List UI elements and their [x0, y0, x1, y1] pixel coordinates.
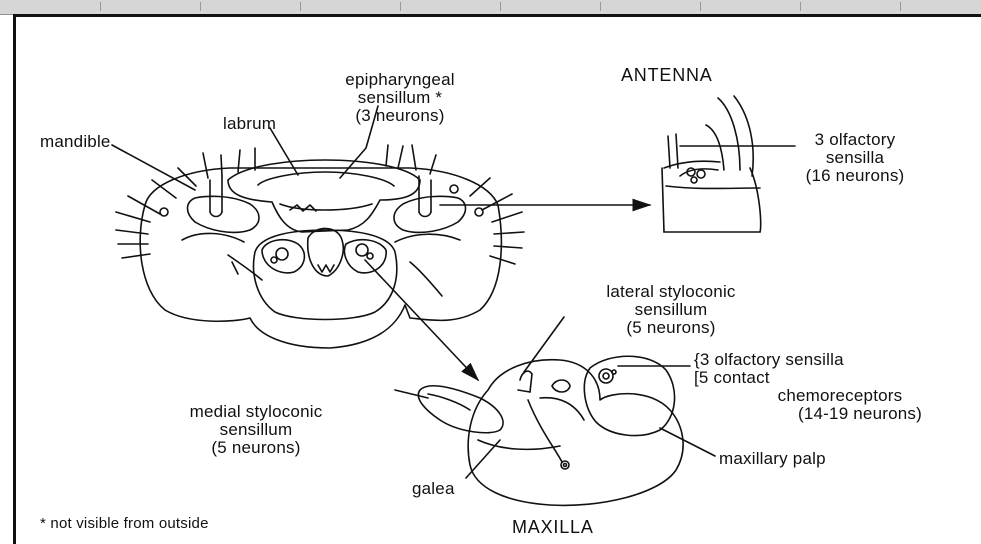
- medial-styloconic-label-line1: medial styloconic: [146, 403, 366, 421]
- antenna-drawing: [662, 96, 761, 232]
- footnote: * not visible from outside: [40, 515, 209, 533]
- palp-sensilla-label-line4: (14-19 neurons): [760, 405, 960, 423]
- antenna-sensilla-label-line3: (16 neurons): [790, 167, 920, 185]
- palp-sensilla-label-line3: chemoreceptors: [760, 387, 920, 405]
- maxillary-palp-leader: [660, 428, 715, 456]
- palp-sensilla-label-line2: [5 contact: [694, 369, 770, 387]
- labrum-label: labrum: [223, 115, 276, 133]
- lateral-styloconic-leader: [524, 317, 564, 372]
- palp-sensilla-label-line1: {3 olfactory sensilla: [694, 351, 844, 369]
- antenna-sensilla-label-line1: 3 olfactory: [790, 131, 920, 149]
- epipharyngeal-label-line2: sensillum *: [320, 89, 480, 107]
- epipharyngeal-label-line3: (3 neurons): [320, 107, 480, 125]
- head-drawing: [116, 145, 524, 348]
- galea-leader: [466, 440, 500, 478]
- lateral-styloconic-label-line3: (5 neurons): [566, 319, 776, 337]
- medial-styloconic-leader: [395, 390, 428, 398]
- arrow-to-maxilla: [365, 260, 478, 380]
- galea-label: galea: [412, 480, 455, 498]
- maxilla-drawing: [418, 356, 683, 505]
- antenna-sensilla-label-line2: sensilla: [790, 149, 920, 167]
- maxilla-title: MAXILLA: [512, 518, 594, 536]
- medial-styloconic-label-line3: (5 neurons): [146, 439, 366, 457]
- medial-styloconic-label-line2: sensillum: [146, 421, 366, 439]
- lateral-styloconic-label-line2: sensillum: [566, 301, 776, 319]
- lateral-styloconic-label-line1: lateral styloconic: [566, 283, 776, 301]
- mandible-leader: [112, 145, 195, 190]
- maxillary-palp-label: maxillary palp: [719, 450, 826, 468]
- epipharyngeal-label-line1: epipharyngeal: [320, 71, 480, 89]
- antenna-title: ANTENNA: [621, 66, 713, 84]
- mandible-label: mandible: [40, 133, 111, 151]
